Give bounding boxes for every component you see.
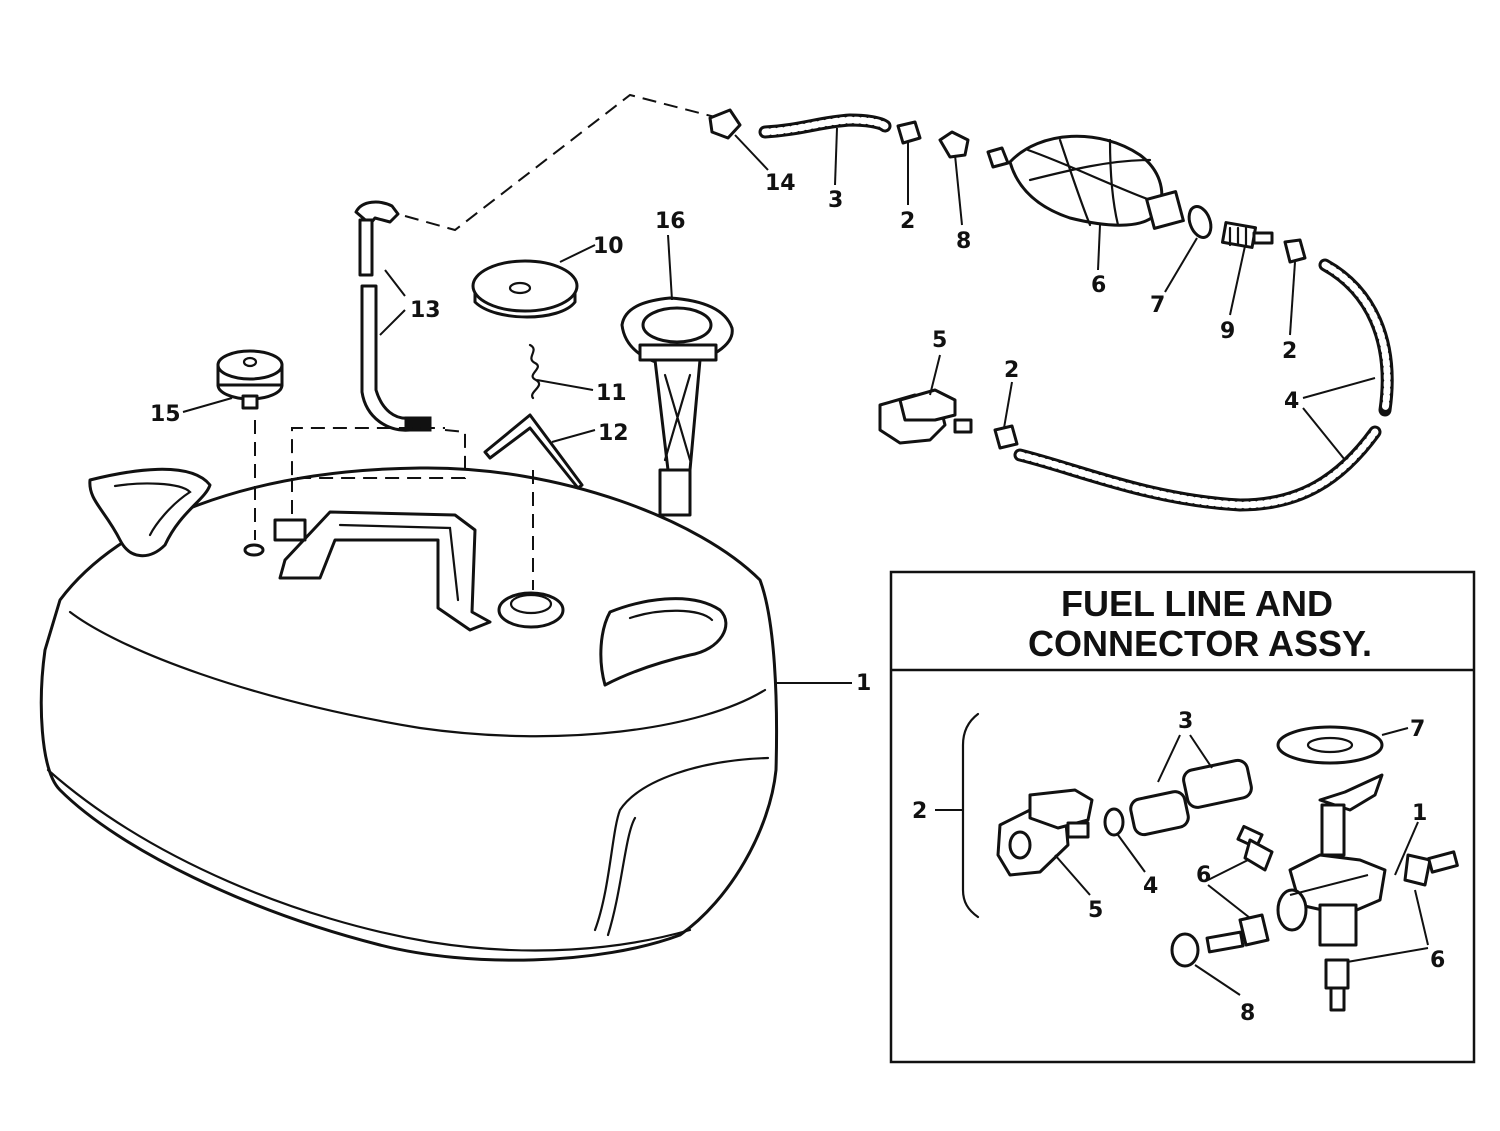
inset-callout-5: 5 xyxy=(1088,898,1103,923)
check-valve xyxy=(938,130,970,159)
vent-screw-knob xyxy=(216,349,284,410)
callout-6: 6 xyxy=(1091,273,1106,298)
inset-clip xyxy=(1170,932,1200,968)
inset-valve-body xyxy=(1276,773,1387,947)
fuel-connector xyxy=(878,388,973,445)
primer-bulb xyxy=(1008,134,1185,230)
inset-fitting-d xyxy=(1324,958,1350,1012)
clamp-2c xyxy=(993,424,1019,450)
callout-14: 14 xyxy=(765,171,796,196)
collar-7 xyxy=(1187,205,1213,239)
right-grip xyxy=(599,597,728,687)
carry-handle xyxy=(278,510,492,632)
bracket-2 xyxy=(961,712,980,919)
inset-callout-3: 3 xyxy=(1178,709,1193,734)
inset-callout-2: 2 xyxy=(912,799,927,824)
inset-callout-7: 7 xyxy=(1410,717,1425,742)
inset-sleeve-b xyxy=(1182,758,1253,809)
fitting-14 xyxy=(708,108,742,140)
inset-callout-6b: 6 xyxy=(1430,948,1445,973)
callout-2c: 2 xyxy=(1004,358,1019,383)
callout-12: 12 xyxy=(598,421,629,446)
callout-4: 4 xyxy=(1284,389,1299,414)
inset-panel: FUEL LINE AND CONNECTOR ASSY. xyxy=(889,570,1476,1064)
callout-2b: 2 xyxy=(1282,339,1297,364)
inset-fitting-b xyxy=(1403,850,1459,887)
callout-15: 15 xyxy=(150,402,181,427)
callout-13: 13 xyxy=(410,298,441,323)
inset-fitting-c xyxy=(1205,913,1270,954)
retaining-spring xyxy=(483,413,584,490)
fuel-gauge xyxy=(620,296,734,517)
callout-7: 7 xyxy=(1150,293,1165,318)
filler-neck xyxy=(497,591,565,629)
callout-10: 10 xyxy=(593,234,624,259)
inset-sleeve-a xyxy=(1129,790,1190,837)
left-grip xyxy=(88,467,212,558)
fuel-tank xyxy=(39,466,779,962)
inset-title-line1: FUEL LINE AND xyxy=(1061,583,1333,624)
inset-title-line2: CONNECTOR ASSY. xyxy=(1028,623,1372,664)
callout-5: 5 xyxy=(932,328,947,353)
callout-11: 11 xyxy=(596,381,627,406)
main-callouts: 1 14 3 2 8 6 7 9 2 4 5 2 10 16 13 11 xyxy=(150,127,1376,696)
inset-gasket xyxy=(1276,725,1384,765)
inset-ring xyxy=(1103,807,1125,837)
callout-9: 9 xyxy=(1220,319,1235,344)
clamp-2b xyxy=(1283,238,1307,264)
callout-2a: 2 xyxy=(900,209,915,234)
callout-3: 3 xyxy=(828,188,843,213)
spring-clip xyxy=(528,343,541,400)
inset-fitting-a xyxy=(1236,824,1274,872)
fuel-cap xyxy=(471,259,579,319)
clamp-2a xyxy=(896,120,922,145)
inset-callouts: 1 2 3 4 5 6 6 7 8 xyxy=(912,709,1445,1026)
inset-callout-8: 8 xyxy=(1240,1001,1255,1026)
inset-callout-1: 1 xyxy=(1412,801,1427,826)
clamp-small xyxy=(986,146,1010,169)
valve-9 xyxy=(1220,221,1274,249)
callout-8: 8 xyxy=(956,229,971,254)
callout-1: 1 xyxy=(856,671,871,696)
callout-16: 16 xyxy=(655,209,686,234)
inset-callout-4: 4 xyxy=(1143,874,1158,899)
vent-hole xyxy=(243,543,265,557)
inset-connector xyxy=(996,788,1094,877)
inset-callout-6a: 6 xyxy=(1196,863,1211,888)
